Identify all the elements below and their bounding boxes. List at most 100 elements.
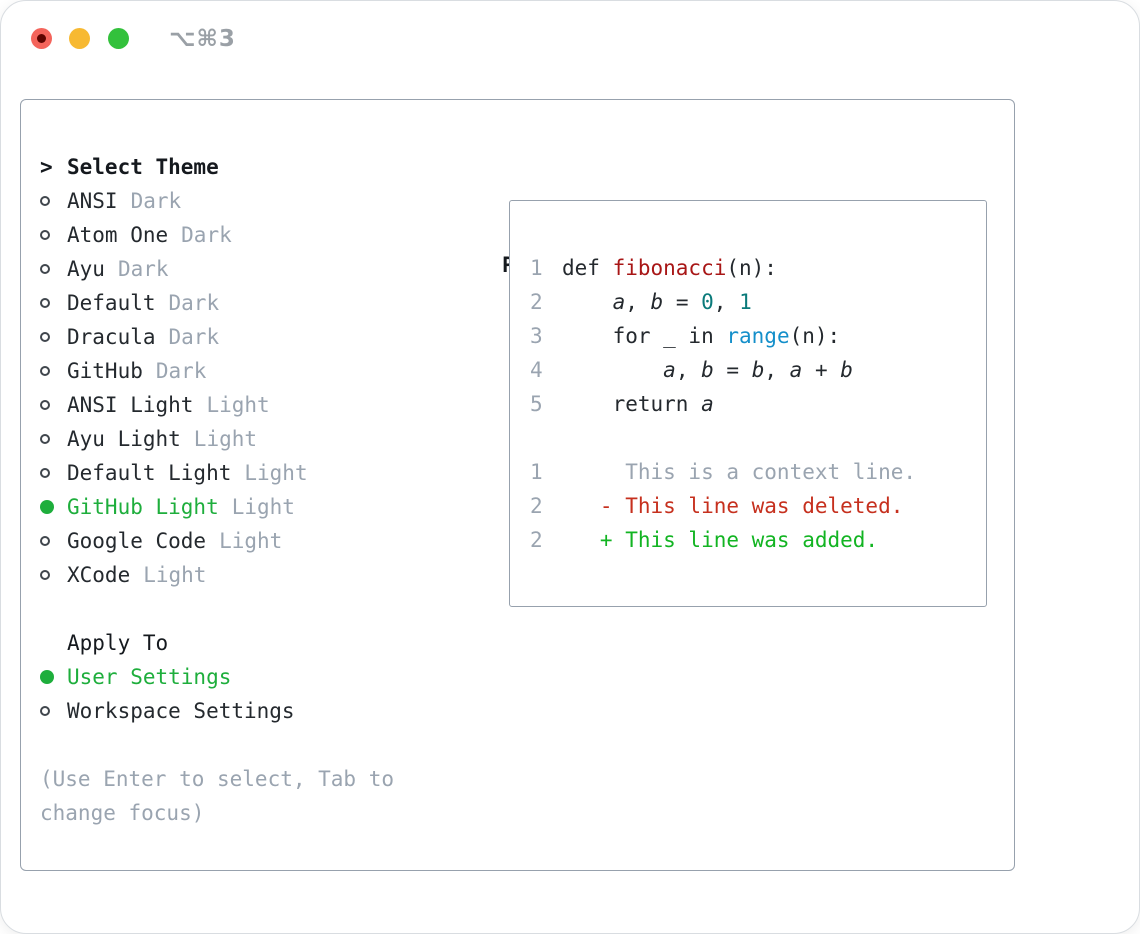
help-text: (Use Enter to select, Tab to change focus… xyxy=(40,762,394,830)
theme-variant: Dark xyxy=(168,325,220,349)
select-theme-header-label: Select Theme xyxy=(67,155,219,179)
radio-selected-icon xyxy=(40,670,67,684)
line-number: 1 xyxy=(530,460,543,484)
theme-name: Default Light xyxy=(67,461,232,485)
radio-icon xyxy=(40,264,67,274)
spacer xyxy=(530,421,986,455)
help-text-line: (Use Enter to select, Tab to xyxy=(40,767,395,791)
window-titlebar: ⌥⌘3 xyxy=(1,1,1139,71)
theme-option-atom-one[interactable]: Atom One Dark xyxy=(40,218,394,252)
code-tokens: def fibonacci(n): xyxy=(562,256,777,280)
theme-option-google-code[interactable]: Google Code Light xyxy=(40,524,394,558)
close-dot-icon xyxy=(37,34,46,43)
minimize-button[interactable] xyxy=(69,28,90,49)
help-text-line: change focus) xyxy=(40,801,205,825)
theme-variant: Light xyxy=(219,529,283,553)
spacer xyxy=(40,592,394,626)
theme-variant: Dark xyxy=(117,257,169,281)
code-tokens: for _ in range(n): xyxy=(562,324,841,348)
theme-name: GitHub Light xyxy=(67,495,219,519)
code-line: 2 a, b = 0, 1 xyxy=(530,285,986,319)
theme-variant: Dark xyxy=(130,189,182,213)
radio-icon xyxy=(40,230,67,240)
diff-line-deleted: 2 - This line was deleted. xyxy=(530,489,986,523)
code-tokens: a, b = b, a + b xyxy=(663,358,853,382)
theme-option-default[interactable]: Default Dark xyxy=(40,286,394,320)
theme-variant: Dark xyxy=(168,291,220,315)
theme-option-dracula[interactable]: Dracula Dark xyxy=(40,320,394,354)
theme-name: Atom One xyxy=(67,223,169,247)
line-number: 1 xyxy=(530,256,543,280)
code-line: 5 return a xyxy=(530,387,986,421)
diff-preview: 1 This is a context line.2 - This line w… xyxy=(530,455,986,557)
apply-option-workspace-settings[interactable]: Workspace Settings xyxy=(40,694,394,728)
radio-icon xyxy=(40,332,67,342)
theme-name: Ayu Light xyxy=(67,427,181,451)
theme-variant: Light xyxy=(231,495,295,519)
theme-name: GitHub xyxy=(67,359,143,383)
theme-option-ansi-light[interactable]: ANSI Light Light xyxy=(40,388,394,422)
code-tokens: a, b = 0, 1 xyxy=(612,290,752,314)
spacer xyxy=(40,728,394,762)
code-line: 1 def fibonacci(n): xyxy=(530,251,986,285)
theme-name: Dracula xyxy=(67,325,156,349)
radio-selected-icon xyxy=(40,500,67,514)
radio-icon xyxy=(40,196,67,206)
line-number: 5 xyxy=(530,392,543,416)
theme-name: Google Code xyxy=(67,529,207,553)
radio-icon xyxy=(40,366,67,376)
theme-name: ANSI Light xyxy=(67,393,194,417)
radio-icon xyxy=(40,536,67,546)
theme-option-github-light[interactable]: GitHub Light Light xyxy=(40,490,394,524)
diff-line-added: 2 + This line was added. xyxy=(530,523,986,557)
theme-variant: Light xyxy=(193,427,258,451)
theme-variant: Light xyxy=(244,461,308,485)
window-shortcut-label: ⌥⌘3 xyxy=(169,26,236,52)
diff-text: This is a context line. xyxy=(562,460,917,484)
radio-icon xyxy=(40,706,67,716)
diff-text: + This line was added. xyxy=(562,528,879,552)
code-tokens: return a xyxy=(562,392,714,416)
code-line: 3 for _ in range(n): xyxy=(530,319,986,353)
apply-to-header: Apply To xyxy=(67,631,169,655)
select-theme-header: > Select Theme xyxy=(40,150,394,184)
theme-name: Default xyxy=(67,291,156,315)
theme-name: Ayu xyxy=(67,257,105,281)
theme-variant: Dark xyxy=(181,223,232,247)
line-number: 2 xyxy=(530,494,543,518)
apply-option-label: Workspace Settings xyxy=(67,699,295,723)
theme-option-ayu[interactable]: Ayu Dark xyxy=(40,252,394,286)
radio-icon xyxy=(40,400,67,410)
apply-option-user-settings[interactable]: User Settings xyxy=(40,660,394,694)
apply-option-label: User Settings xyxy=(67,665,232,689)
theme-option-ayu-light[interactable]: Ayu Light Light xyxy=(40,422,394,456)
diff-line-context: 1 This is a context line. xyxy=(530,455,986,489)
radio-icon xyxy=(40,434,67,444)
code-line: 4 a, b = b, a + b xyxy=(530,353,986,387)
line-number: 4 xyxy=(530,358,543,382)
line-number: 2 xyxy=(530,528,543,552)
maximize-button[interactable] xyxy=(108,28,129,49)
close-button[interactable] xyxy=(31,28,52,49)
theme-name: ANSI xyxy=(67,189,118,213)
theme-name: XCode xyxy=(67,563,131,587)
theme-option-ansi[interactable]: ANSI Dark xyxy=(40,184,394,218)
theme-variant: Light xyxy=(206,393,270,417)
radio-icon xyxy=(40,570,67,580)
diff-text: - This line was deleted. xyxy=(562,494,904,518)
theme-option-default-light[interactable]: Default Light Light xyxy=(40,456,394,490)
radio-icon xyxy=(40,468,67,478)
line-number: 3 xyxy=(530,324,543,348)
radio-icon xyxy=(40,298,67,308)
line-number: 2 xyxy=(530,290,543,314)
prompt-caret-icon: > xyxy=(40,155,53,179)
